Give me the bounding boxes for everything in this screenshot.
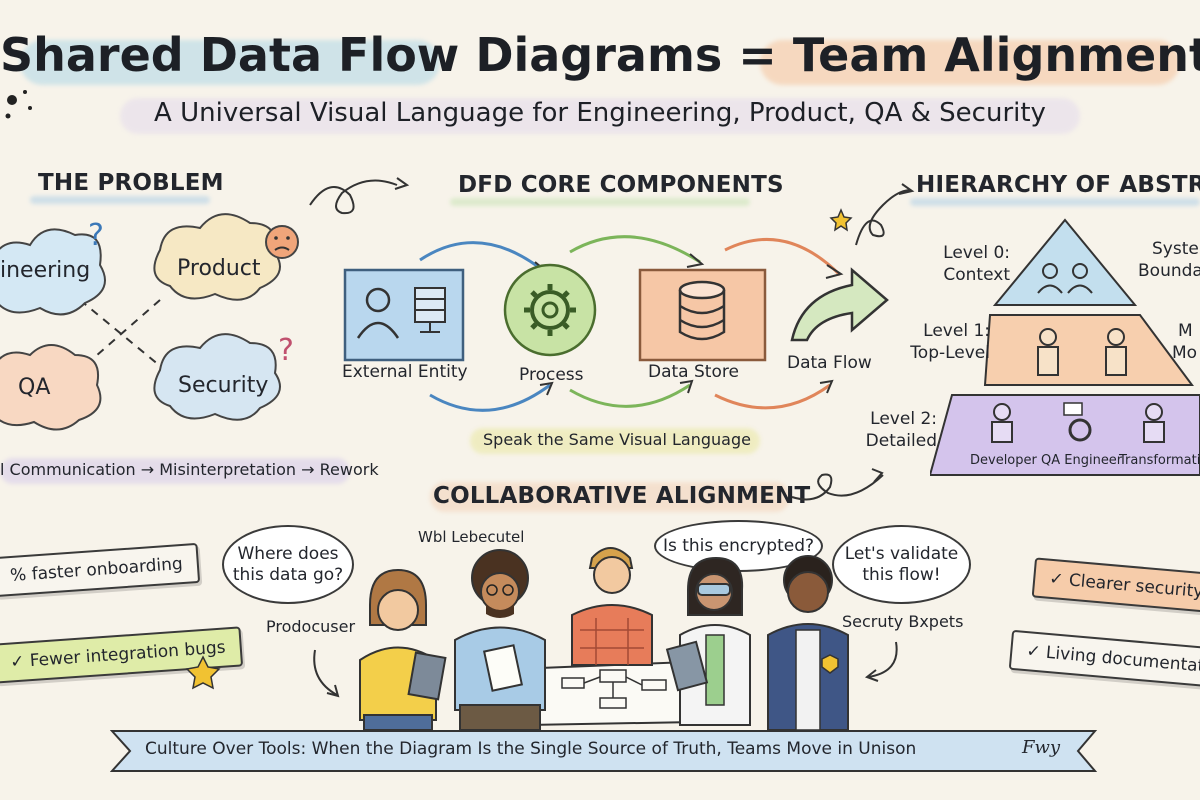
team-illustration bbox=[359, 547, 849, 731]
check-icon: ✓ bbox=[9, 651, 31, 673]
process-gear-icon bbox=[503, 263, 597, 357]
components-caption: Speak the Same Visual Language bbox=[483, 430, 751, 449]
level-1-label: Level 1: Top-Level bbox=[898, 320, 990, 364]
cloud-label-product: Product bbox=[177, 256, 261, 281]
pyramid-level-0 bbox=[992, 218, 1138, 306]
security-badge-icon bbox=[821, 654, 839, 674]
level-2-label-line2: Detailed bbox=[865, 431, 937, 451]
page-title: Shared Data Flow Diagrams = Team Alignme… bbox=[0, 28, 1200, 82]
collab-label-top: Wbl Lebecutel bbox=[418, 528, 525, 546]
title-wash-orange bbox=[760, 40, 1180, 85]
level-2-label: Level 2: Detailed bbox=[845, 408, 937, 452]
level-1-right-line1: M bbox=[1178, 321, 1193, 341]
level-0-label: Level 0: Context bbox=[920, 242, 1010, 286]
artist-signature: Fwy bbox=[1022, 737, 1061, 758]
curly-arrow-icon bbox=[791, 468, 884, 501]
collab-title-wash bbox=[430, 482, 790, 512]
collab-title: COLLABORATIVE ALIGNMENT bbox=[433, 483, 811, 509]
problem-title: THE PROBLEM bbox=[38, 170, 224, 196]
person-developer bbox=[454, 549, 546, 731]
star-arrow-icon bbox=[829, 183, 915, 246]
system-boundary-label: Syste Boundar bbox=[1120, 238, 1200, 282]
person-product-owner bbox=[359, 568, 447, 731]
components-title-underline bbox=[450, 198, 750, 206]
person-security-expert bbox=[767, 555, 849, 731]
external-entity-icon bbox=[343, 268, 465, 362]
component-label-process: Process bbox=[519, 365, 584, 385]
cloud-label-qa: QA bbox=[18, 375, 51, 400]
page-subtitle: A Universal Visual Language for Engineer… bbox=[154, 98, 1046, 128]
bubble-encrypted-line1: Is this encrypted? bbox=[662, 535, 815, 556]
components-title: DFD CORE COMPONENTS bbox=[458, 172, 784, 198]
curly-arrow-icon bbox=[309, 177, 410, 215]
person-engineer bbox=[571, 547, 653, 666]
level-1-right-line2: Mo bbox=[1172, 343, 1198, 363]
subtitle-wash bbox=[120, 98, 1080, 134]
cloud-label-security: Security bbox=[178, 373, 269, 398]
check-icon: ✓ bbox=[1048, 568, 1070, 591]
cloud-engineering bbox=[0, 228, 106, 316]
benefit-living-documentation-text: Living documentation bbox=[1045, 642, 1200, 679]
level-1-label-line2: Top-Level bbox=[910, 343, 990, 363]
cloud-label-engineering: ineering bbox=[0, 258, 91, 283]
component-label-data-store: Data Store bbox=[648, 362, 739, 382]
ink-splatter bbox=[5, 90, 32, 119]
cloud-security bbox=[153, 333, 281, 421]
benefit-clearer-security: ✓ Clearer security r bbox=[1031, 557, 1200, 615]
problem-caption: l Communication → Misinterpretation → Re… bbox=[0, 460, 379, 479]
check-icon: ✓ bbox=[1025, 641, 1047, 663]
question-mark-icon: ? bbox=[88, 218, 104, 253]
role-developer: Developer bbox=[970, 453, 1037, 468]
role-qa-engineer: QA Engineer bbox=[1041, 453, 1123, 468]
bubble-where-line2: this data go? bbox=[232, 564, 344, 585]
pointer-arrow-icon bbox=[864, 641, 898, 682]
hierarchy-title-underline bbox=[910, 198, 1200, 206]
bubble-where-line1: Where does bbox=[237, 543, 339, 564]
problem-caption-wash bbox=[0, 458, 350, 484]
benefit-faster-onboarding: % faster onboarding bbox=[0, 542, 201, 598]
bubble-validate-line2: this flow! bbox=[862, 564, 941, 585]
collab-label-left: Prodocuser bbox=[266, 617, 356, 636]
benefit-clearer-security-text: Clearer security r bbox=[1068, 570, 1200, 603]
components-caption-wash bbox=[470, 428, 760, 454]
bubble-validate-line1: Let's validate bbox=[844, 543, 959, 564]
problem-clouds: ? ? bbox=[0, 213, 299, 431]
data-flow-arrow-icon bbox=[790, 267, 889, 342]
person-qa-engineer bbox=[665, 556, 751, 726]
level-1-right-label: M Mo bbox=[1160, 320, 1200, 364]
problem-title-underline bbox=[30, 196, 210, 204]
title-wash-blue bbox=[20, 40, 440, 85]
level-2-label-line1: Level 2: bbox=[870, 409, 937, 429]
component-label-external-entity: External Entity bbox=[342, 362, 468, 382]
pointer-arrow-icon bbox=[313, 649, 340, 698]
benefit-faster-onboarding-text: % faster onboarding bbox=[9, 553, 184, 587]
level-0-label-line1: Level 0: bbox=[943, 243, 1010, 263]
cloud-qa bbox=[0, 344, 102, 431]
question-mark-icon: ? bbox=[278, 333, 294, 368]
level-0-label-line2: Context bbox=[943, 265, 1010, 285]
dfd-diagram bbox=[343, 235, 889, 412]
pyramid-level-2 bbox=[930, 394, 1200, 476]
system-boundary-line2: Boundar bbox=[1138, 261, 1200, 281]
hierarchy-pyramid bbox=[930, 218, 1200, 476]
worried-face-icon bbox=[265, 225, 299, 259]
bottom-banner-ribbon bbox=[110, 730, 1098, 772]
dfd-whiteboard bbox=[526, 660, 697, 727]
role-transformation: Transformation bbox=[1119, 453, 1200, 468]
benefit-living-documentation: ✓ Living documentation bbox=[1008, 629, 1200, 691]
cloud-product bbox=[153, 213, 281, 301]
level-1-label-line1: Level 1: bbox=[923, 321, 990, 341]
component-label-data-flow: Data Flow bbox=[787, 353, 872, 373]
bottom-banner-text: Culture Over Tools: When the Diagram Is … bbox=[145, 739, 917, 759]
hierarchy-title: HIERARCHY OF ABSTRAC bbox=[916, 172, 1200, 198]
data-store-icon bbox=[638, 268, 767, 362]
star-icon bbox=[185, 655, 221, 690]
system-boundary-line1: Syste bbox=[1152, 239, 1199, 259]
collab-label-right: Secruty Bxpets bbox=[842, 612, 964, 631]
pyramid-level-1 bbox=[983, 314, 1194, 386]
